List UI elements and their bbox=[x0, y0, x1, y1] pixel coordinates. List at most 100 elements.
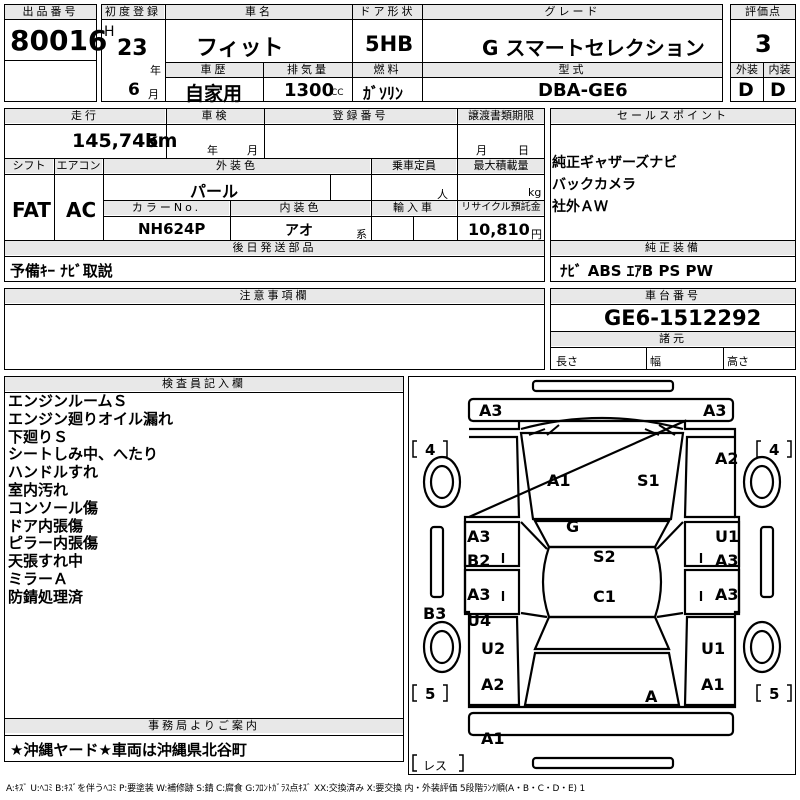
chassis-label: 車台番号 bbox=[551, 289, 795, 303]
office-label: 事務局よりご案内 bbox=[5, 719, 403, 733]
reg-month: 6 bbox=[128, 80, 140, 100]
inspector-line: 防錆処理済 bbox=[8, 587, 84, 606]
dims-label: 諸元 bbox=[551, 332, 795, 346]
inspection-label: 車検 bbox=[167, 109, 264, 123]
displacement-label: 排気量 bbox=[264, 63, 352, 77]
first-reg-label: 初度登録 bbox=[102, 5, 164, 19]
score-label: 評価点 bbox=[731, 5, 795, 19]
mark-rear-bumper: A1 bbox=[481, 729, 505, 748]
history: 自家用 bbox=[185, 83, 243, 105]
int-color-label: 内装色 bbox=[231, 201, 370, 215]
lot-label: 出品番号 bbox=[5, 5, 96, 19]
recycle-label: リサイクル預託金 bbox=[458, 201, 544, 215]
inspector-line: 下廻りＳ bbox=[8, 427, 69, 446]
displacement-unit: CC bbox=[331, 88, 344, 98]
inspector-line: 室内汚れ bbox=[8, 480, 69, 499]
transfer-day-unit: 日 bbox=[518, 144, 529, 157]
later-parts: 予備ｷｰ ﾅﾋﾞ取説 bbox=[10, 262, 113, 280]
mark-front-right-fender: A2 bbox=[715, 449, 739, 468]
aircon: AC bbox=[66, 198, 97, 222]
car-outline bbox=[412, 379, 792, 772]
mark-hood-right: S1 bbox=[637, 471, 660, 490]
inspector-line: シートしみ中、へたり bbox=[8, 445, 159, 464]
regno-label: 登録番号 bbox=[265, 109, 456, 123]
grade: G スマートセレクション bbox=[482, 36, 705, 60]
mark-left-side: B3 bbox=[423, 604, 447, 623]
count-front-left: 4 bbox=[425, 441, 436, 459]
damage-marks: A3 A3 A2 A1 S1 G A3 B2 U1 A3 S2 A3 U4 A3… bbox=[409, 377, 795, 774]
sales-item: 社外ＡＷ bbox=[552, 199, 608, 215]
import-label: 輸入車 bbox=[372, 201, 456, 215]
max-load-unit: kg bbox=[528, 186, 542, 199]
int-color-suffix: 系 bbox=[356, 228, 367, 241]
displacement: 1300 bbox=[284, 80, 335, 101]
insp-year-unit: 年 bbox=[207, 144, 218, 157]
capacity-unit: 人 bbox=[437, 188, 448, 201]
fuel-label: 燃料 bbox=[353, 63, 422, 77]
inspector-label: 検査員記入欄 bbox=[5, 377, 403, 391]
recycle-unit: 円 bbox=[531, 228, 542, 241]
mark-rear-left-door-a: A3 bbox=[467, 585, 491, 604]
transfer-month-unit: 月 bbox=[476, 144, 487, 157]
less-label: レス bbox=[423, 759, 448, 773]
mark-hood-left: A1 bbox=[547, 471, 571, 490]
sales-item: 純正ギャザーズナビ bbox=[552, 155, 678, 171]
exterior-label: 外装 bbox=[731, 63, 763, 77]
color-no: NH624P bbox=[138, 220, 206, 238]
width-label: 幅 bbox=[650, 355, 661, 368]
mark-front-left-corner: A3 bbox=[479, 401, 503, 420]
aircon-label: エアコン bbox=[55, 159, 102, 173]
mileage: 145,745 bbox=[72, 130, 159, 152]
exterior-grade: D bbox=[738, 79, 754, 101]
car-name-label: 車名 bbox=[166, 5, 352, 19]
fuel: ｶﾞｿﾘﾝ bbox=[363, 84, 404, 103]
count-rear-left: 5 bbox=[425, 685, 436, 703]
grade-label: グレード bbox=[423, 5, 722, 19]
mark-front-right-door-a: A3 bbox=[715, 551, 739, 570]
mark-rear-right-door: A3 bbox=[715, 585, 739, 604]
mark-rear-left-door-u: U4 bbox=[467, 611, 492, 630]
inspector-line: ドア内張傷 bbox=[8, 516, 84, 535]
sales-label: セールスポイント bbox=[551, 109, 795, 123]
shift-label: シフト bbox=[5, 159, 53, 173]
mark-front-left-door-b: B2 bbox=[467, 551, 491, 570]
mark-front-left-door-a: A3 bbox=[467, 527, 491, 546]
interior-grade: D bbox=[770, 79, 786, 101]
mileage-unit: km bbox=[145, 130, 178, 152]
mark-front-right-door-u: U1 bbox=[715, 527, 740, 546]
model-label: 型式 bbox=[423, 63, 722, 77]
transfer-label: 譲渡書類期限 bbox=[458, 109, 544, 123]
interior-label: 内装 bbox=[764, 63, 795, 77]
month-unit: 月 bbox=[148, 88, 159, 101]
mileage-label: 走行 bbox=[5, 109, 165, 123]
mark-rear-left-quarter-u: U2 bbox=[481, 639, 506, 658]
door-label: ドア形状 bbox=[353, 5, 422, 19]
year-unit: 年 bbox=[150, 64, 161, 77]
color-no-label: カラーNo. bbox=[104, 201, 229, 215]
inspector-line: エンジンルームＳ bbox=[8, 392, 128, 410]
height-label: 高さ bbox=[727, 355, 749, 368]
reg-year: 23 bbox=[117, 36, 148, 61]
equipment-label: 純正装備 bbox=[551, 241, 795, 255]
inspector-line: 天張すれ中 bbox=[8, 552, 84, 571]
ext-color: パール bbox=[190, 182, 239, 201]
later-parts-label: 後日発送部品 bbox=[5, 241, 544, 255]
mark-rear-right-quarter-u: U1 bbox=[701, 639, 726, 658]
damage-diagram: A3 A3 A2 A1 S1 G A3 B2 U1 A3 S2 A3 U4 A3… bbox=[408, 376, 796, 775]
history-label: 車歴 bbox=[166, 63, 263, 77]
insp-month-unit: 月 bbox=[247, 144, 258, 157]
lot-number: 80016 bbox=[10, 24, 108, 57]
inspector-line: エンジン廻りオイル漏れ bbox=[8, 409, 174, 428]
mark-windshield: G bbox=[566, 517, 580, 536]
length-label: 長さ bbox=[556, 355, 578, 368]
mark-roof-rear: C1 bbox=[593, 587, 616, 606]
office-note: ★沖縄ヤード★車両は沖縄県北谷町 bbox=[10, 741, 247, 759]
equipment: ﾅﾋﾞ ABS ｴｱB PS PW bbox=[560, 262, 714, 280]
legend: A:ｷｽﾞ U:ﾍｺﾐ B:ｷｽﾞを伴うﾍｺﾐ P:要塗装 W:補修跡 S:錆 … bbox=[6, 784, 585, 794]
mark-rear-left-quarter-a: A2 bbox=[481, 675, 505, 694]
chassis-number: GE6-1512292 bbox=[604, 306, 762, 330]
int-color: アオ bbox=[285, 223, 313, 239]
era: H bbox=[104, 24, 115, 40]
ext-color-label: 外装色 bbox=[104, 159, 370, 173]
score: 3 bbox=[755, 30, 772, 58]
